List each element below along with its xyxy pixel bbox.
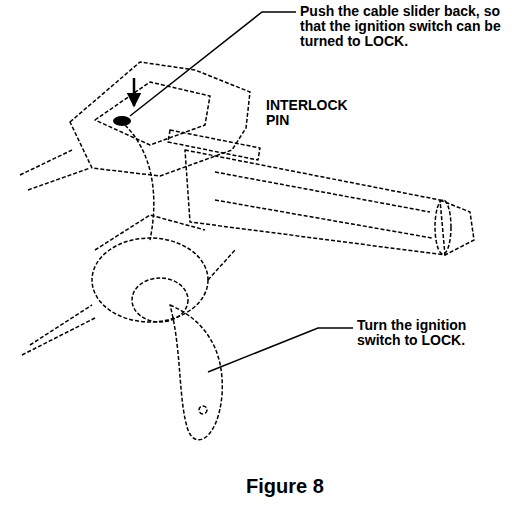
column-bracket [70,62,250,176]
ignition-cylinder [132,278,188,322]
cable-slider [113,116,131,126]
push-arrow [133,78,136,106]
bracket-detail [95,82,210,145]
ignition-key [170,305,222,440]
lower-trim [22,305,95,355]
column-shaft [440,200,474,255]
ignition-switch-housing [92,238,208,322]
switch-mount [95,215,235,280]
part-name: INTERLOCK PIN [266,98,352,128]
steering-column [185,150,445,255]
key-hole [199,406,207,414]
instruction-note: Turn the ignition switch to LOCK. [357,318,502,348]
figure-caption: Figure 8 [0,476,512,498]
column-end [435,200,451,254]
shift-cable [125,125,154,240]
interlock-pin [168,130,260,160]
bracket-arm [20,150,90,190]
instruction-note: Push the cable slider back, so that the … [300,4,506,49]
column-ridge [215,172,432,238]
leader-line [208,328,353,372]
